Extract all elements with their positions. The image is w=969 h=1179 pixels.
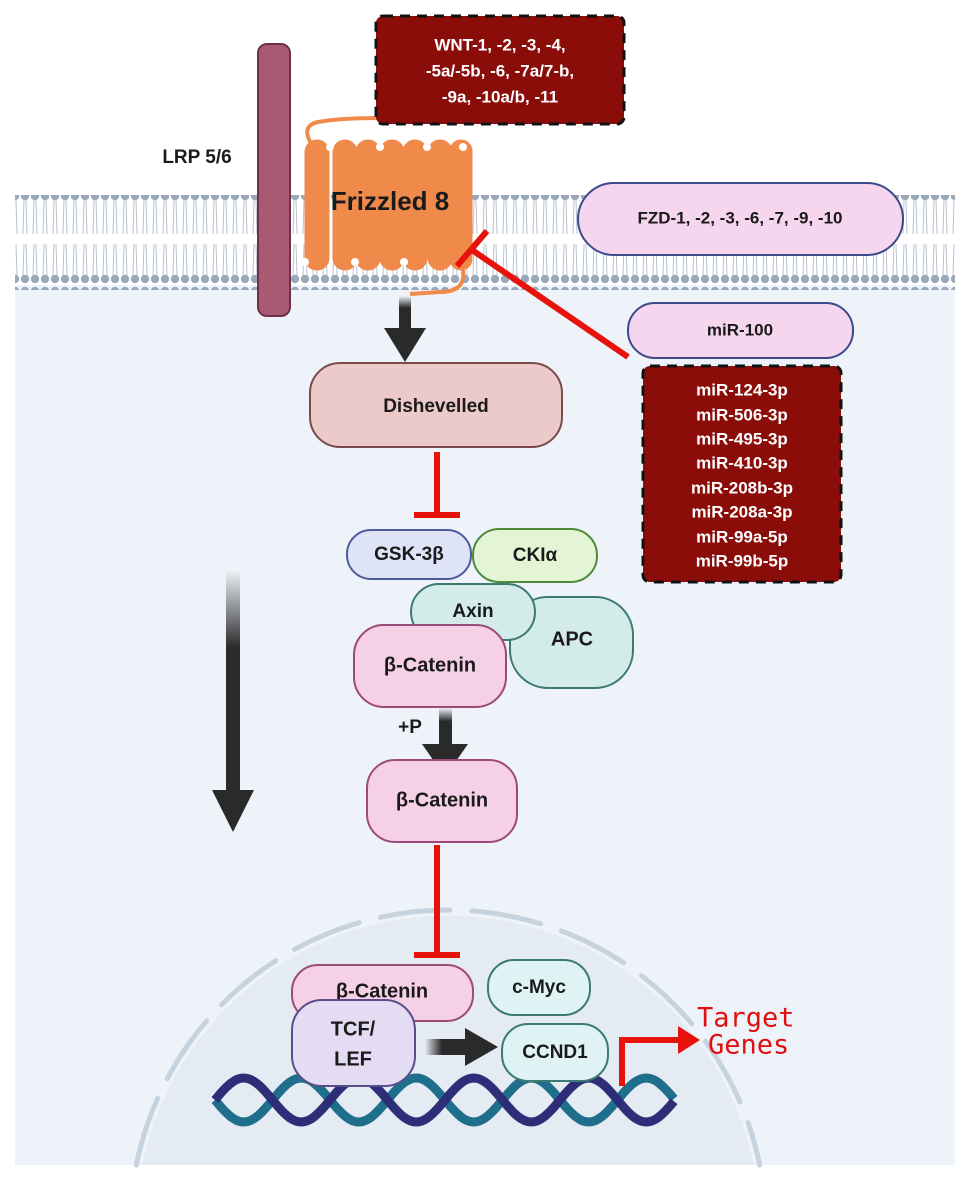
target-genes-arrow	[619, 1026, 700, 1086]
beta-catenin-free-node	[366, 759, 518, 843]
target-genes-label: Genes	[708, 1030, 789, 1061]
wnt-ligand-box	[374, 14, 626, 126]
wnt-ligand-line: -9a, -10a/b, -11	[442, 87, 558, 106]
gsk3b-node	[346, 529, 472, 580]
ck1a-label: CKIα	[513, 545, 558, 566]
lrp-receptor	[257, 43, 291, 317]
mirna-item: miR-208b-3p	[691, 478, 793, 497]
ck1a-node	[472, 528, 598, 583]
wnt-ligand-line: -5a/-5b, -6, -7a/7-b,	[426, 61, 574, 80]
mirna-list-box	[641, 364, 843, 584]
mirna-item: miR-124-3p	[696, 380, 788, 399]
axin-label: Axin	[452, 601, 493, 622]
mirna-item: miR-208a-3p	[691, 502, 792, 521]
ccnd1-label: CCND1	[522, 1042, 588, 1063]
wnt-ligand-line: WNT-1, -2, -3, -4,	[434, 35, 565, 54]
mirna-item: miR-410-3p	[696, 453, 788, 472]
mirna-item: miR-99a-5p	[696, 527, 788, 546]
dna-strand	[211, 1073, 678, 1127]
mir100-label: miR-100	[707, 320, 773, 339]
cmyc-node	[487, 959, 591, 1016]
transcription-arrow	[425, 1028, 498, 1066]
ccnd1-node	[501, 1023, 609, 1082]
activation-arrow	[384, 296, 426, 362]
inhibition-line	[414, 452, 460, 518]
target-genes-label: Target	[697, 1003, 795, 1034]
frizzled-receptor	[301, 116, 473, 296]
tcf-lef-node	[291, 999, 416, 1087]
beta-catenin-complex-node	[353, 624, 507, 708]
mirna-item: miR-506-3p	[696, 405, 788, 424]
gsk3b-label: GSK-3β	[374, 544, 444, 565]
mir100-pill	[627, 302, 854, 359]
lrp-label: LRP 5/6	[162, 147, 231, 168]
dishevelled-node	[309, 362, 563, 448]
pathway-flow-arrow	[212, 570, 254, 832]
apc-label: APC	[551, 628, 593, 650]
apc-node	[509, 596, 634, 689]
beta-catenin-complex-label: β-Catenin	[384, 654, 476, 676]
fzd-family-pill	[577, 182, 904, 256]
tcf-lef-label: TCF/	[331, 1018, 376, 1040]
phosphorylation-label: +P	[398, 717, 422, 738]
mirna-item: miR-99b-5p	[696, 551, 789, 570]
frizzled-label: Frizzled 8	[331, 186, 449, 216]
tcf-lef-label: LEF	[334, 1048, 372, 1070]
mirna-item: miR-495-3p	[696, 429, 788, 448]
nuclear-beta-catenin-label: β-Catenin	[336, 980, 428, 1002]
dna-helix	[211, 1073, 678, 1127]
nuclear-envelope	[133, 907, 763, 1168]
cmyc-label: c-Myc	[512, 977, 566, 998]
fzd-family-label: FZD-1, -2, -3, -6, -7, -9, -10	[638, 208, 843, 227]
dishevelled-label: Dishevelled	[383, 396, 489, 417]
inhibition-line	[414, 845, 460, 958]
beta-catenin-free-label: β-Catenin	[396, 789, 488, 811]
mirna-inhibition-line	[454, 229, 630, 360]
